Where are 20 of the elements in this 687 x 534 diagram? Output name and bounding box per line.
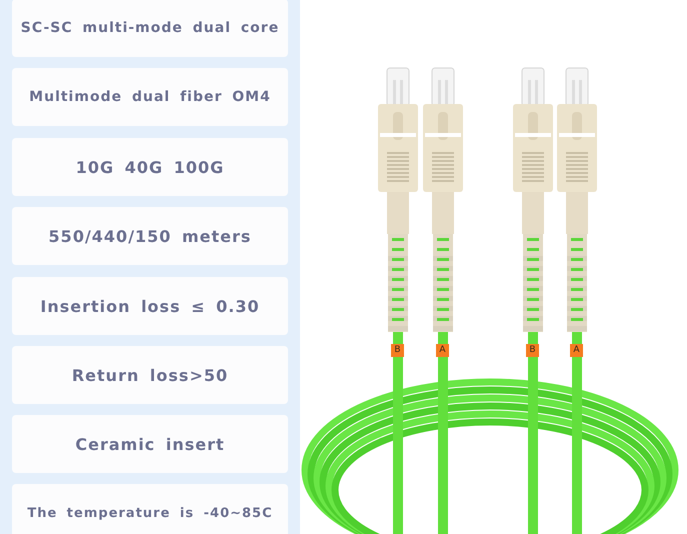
spec-text: Return loss>50 <box>72 366 228 384</box>
fiber-tag: A <box>570 344 583 357</box>
spec-card <box>12 138 288 196</box>
spec-text: Multimode dual fiber OM4 <box>29 89 271 105</box>
fiber-tag: B <box>391 344 404 357</box>
spec-text: SC-SC multi-mode dual core <box>20 20 280 36</box>
spec-card <box>12 277 288 335</box>
spec-card <box>12 484 288 534</box>
fiber-tag: A <box>436 344 449 357</box>
spec-text: 10G 40G 100G <box>76 158 224 176</box>
spec-text: Ceramic insert <box>75 434 225 454</box>
fiber-tag: B <box>526 344 539 357</box>
spec-card <box>12 346 288 404</box>
spec-text: The temperature is -40~85C <box>27 506 273 520</box>
spec-text: Insertion loss ≤ 0.30 <box>40 296 260 316</box>
spec-text: 550/440/150 meters <box>48 226 252 246</box>
spec-card <box>12 0 288 57</box>
spec-card <box>12 207 288 265</box>
spec-card <box>12 415 288 473</box>
spec-card <box>12 68 288 126</box>
